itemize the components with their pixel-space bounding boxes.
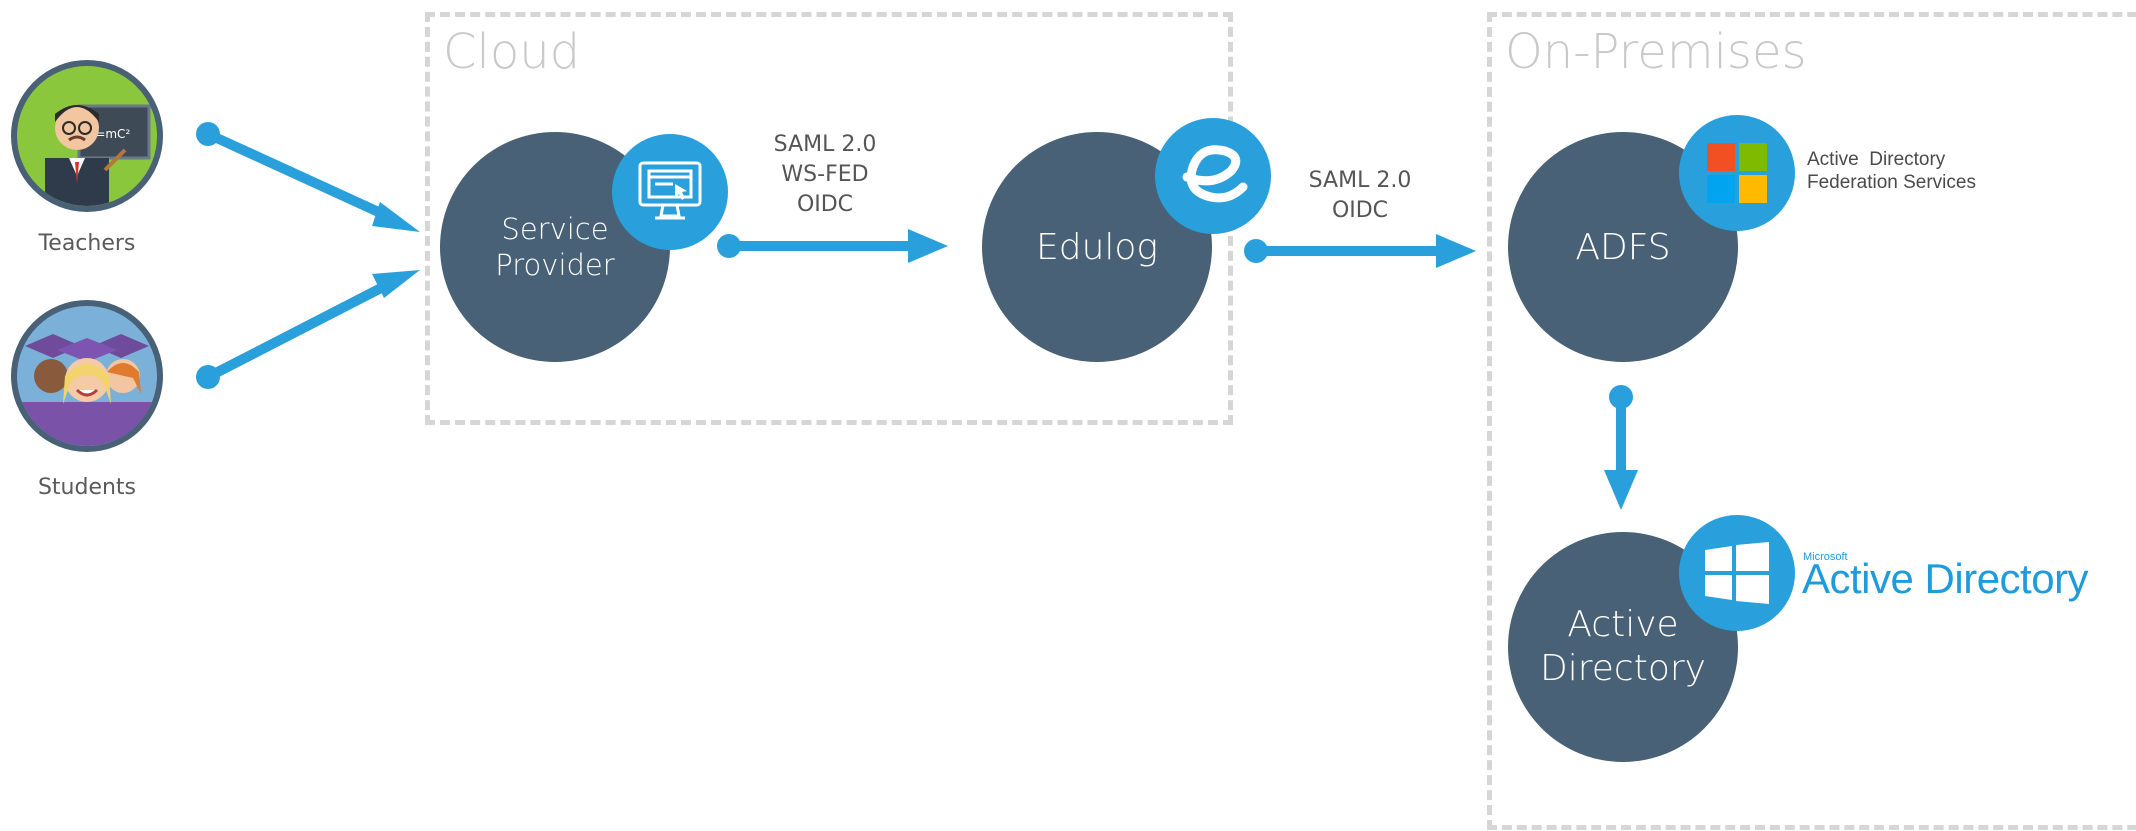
adfs-label: ADFS: [1575, 226, 1671, 268]
arrow-students-to-sp: [196, 270, 420, 389]
protocol-saml: SAML 2.0: [773, 132, 877, 157]
students-avatar: [11, 300, 163, 452]
adfs-brand-line2: Federation Services: [1807, 172, 1976, 193]
sp-edulog-protocols: SAML 2.0 WS-FED OIDC: [755, 130, 895, 220]
active-directory-label-line2: Directory: [1540, 648, 1706, 689]
on-premises-zone-title: On-Premises: [1505, 24, 1807, 80]
edulog-badge: [1155, 118, 1271, 234]
active-directory-label-line1: Active: [1567, 604, 1679, 645]
arrow-adfs-to-ad: [1604, 385, 1638, 510]
edulog-logo-icon: [1182, 145, 1248, 203]
service-provider-label-line1: Service: [501, 212, 609, 246]
adfs-badge: [1679, 115, 1795, 231]
arrow-teachers-to-sp: [196, 122, 420, 232]
teachers-label: Teachers: [38, 231, 136, 256]
on-premises-zone: [1487, 12, 2136, 830]
adfs-brand-line1: Active Directory: [1807, 149, 1946, 170]
protocol-saml: SAML 2.0: [1308, 168, 1412, 193]
students-illustration-icon: [17, 334, 157, 446]
service-provider-node: Service Provider: [440, 132, 670, 362]
monitor-browser-icon: [638, 161, 702, 220]
teacher-avatar: E=mC²: [11, 60, 163, 212]
edulog-label: Edulog: [1035, 226, 1159, 268]
microsoft-wordmark: Microsoft: [1803, 551, 1848, 563]
students-label: Students: [37, 475, 137, 500]
active-directory-badge: [1679, 515, 1795, 631]
windows-logo-icon: [1705, 542, 1769, 604]
arrow-edulog-to-adfs: [1244, 234, 1476, 268]
service-provider-label-line2: Provider: [495, 248, 615, 282]
microsoft-active-directory-wordmark: Active Directory: [1802, 555, 2089, 602]
protocol-wsfed: WS-FED: [781, 162, 869, 187]
adfs-brand-text: Active Directory Federation Services: [1807, 148, 1976, 194]
service-provider-badge: [612, 134, 728, 250]
arrow-sp-to-edulog: [717, 229, 948, 263]
protocol-oidc: OIDC: [796, 192, 854, 217]
windows-color-logo-icon: [1707, 143, 1767, 203]
cloud-zone-title: Cloud: [443, 24, 581, 80]
protocol-oidc: OIDC: [1331, 198, 1389, 223]
edulog-adfs-protocols: SAML 2.0 OIDC: [1290, 166, 1430, 226]
teacher-illustration-icon: E=mC²: [45, 104, 151, 206]
